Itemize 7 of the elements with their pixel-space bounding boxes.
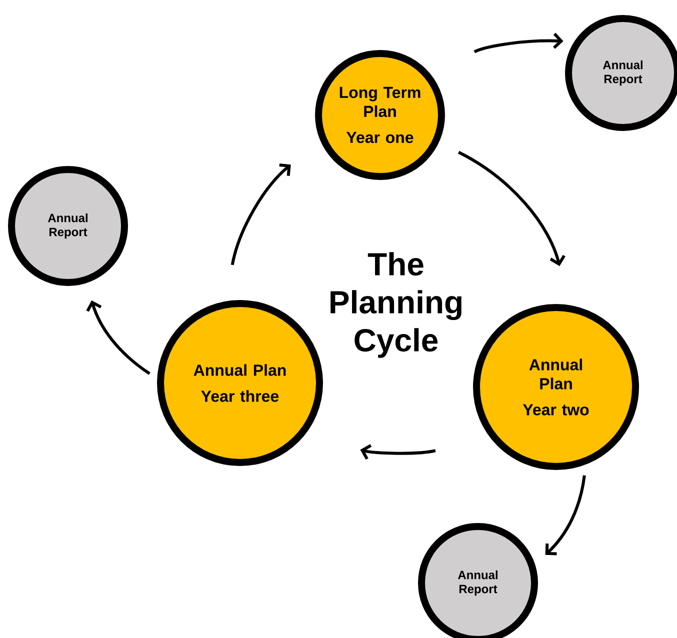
arrow xyxy=(458,150,566,266)
title: The Planning Cycle xyxy=(330,252,462,358)
arrow xyxy=(545,475,586,556)
arrow xyxy=(230,164,291,266)
arrow xyxy=(86,300,150,375)
arrow xyxy=(360,444,436,460)
arrow xyxy=(474,32,564,54)
